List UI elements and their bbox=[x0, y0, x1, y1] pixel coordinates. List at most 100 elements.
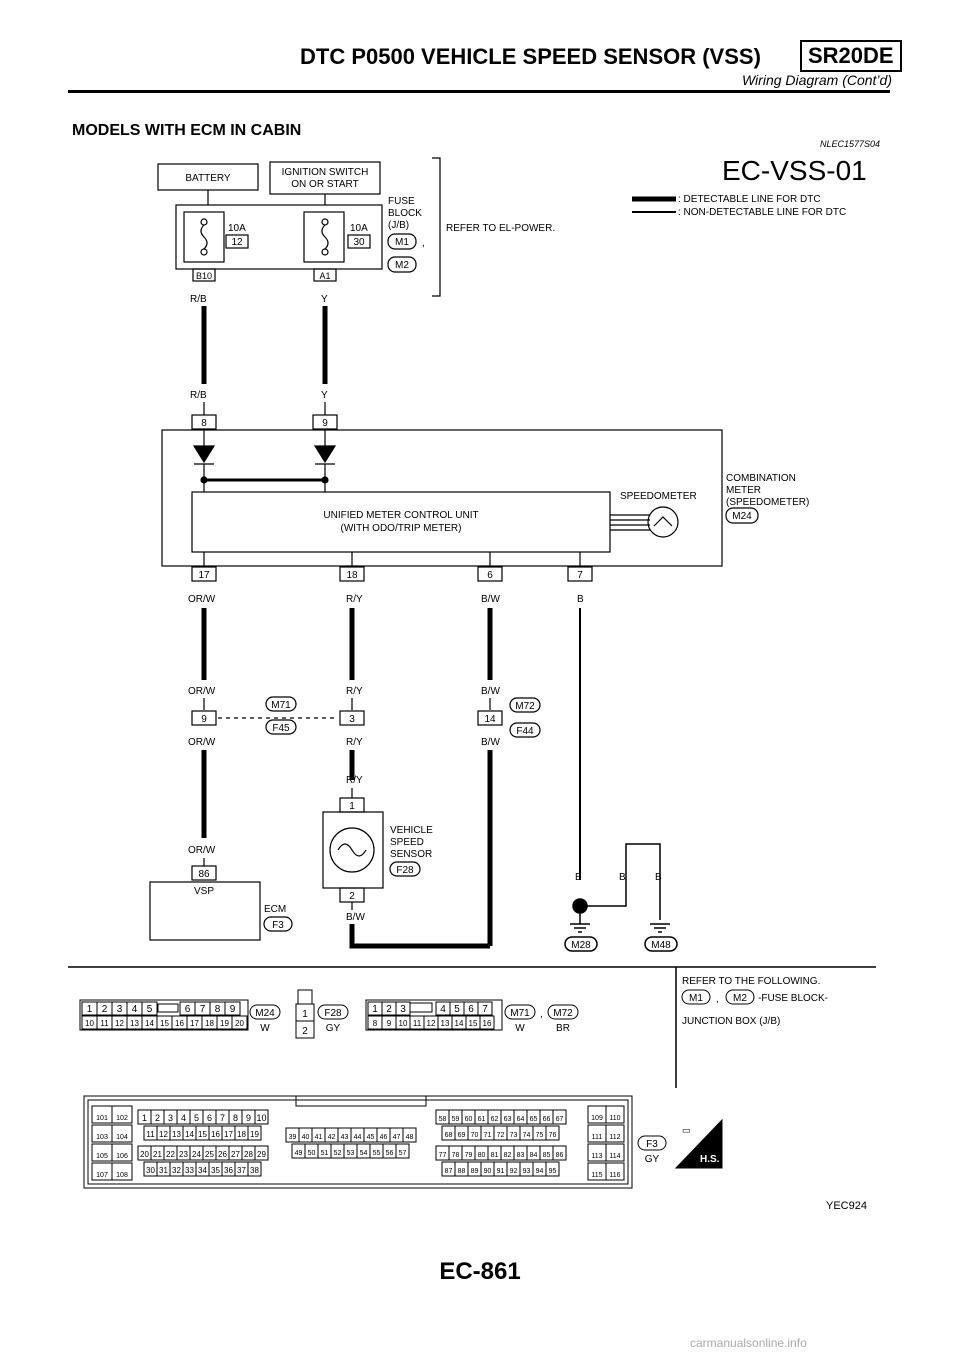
connector-pin-number: 116 bbox=[609, 1172, 620, 1179]
vss-pin-1: 1 bbox=[349, 801, 355, 812]
vss-conn: F28 bbox=[396, 865, 414, 876]
connector-pin-number: 14 bbox=[145, 1019, 154, 1028]
connector-pin-number: 43 bbox=[341, 1134, 349, 1141]
section-title: MODELS WITH ECM IN CABIN bbox=[72, 122, 302, 139]
connector-pin-number: 63 bbox=[504, 1116, 512, 1123]
connector-pin-number: 17 bbox=[224, 1130, 233, 1139]
connector-pin-number: 105 bbox=[96, 1153, 108, 1160]
vss-label-1: VEHICLE bbox=[390, 825, 433, 836]
control-unit-line1: UNIFIED METER CONTROL UNIT bbox=[323, 510, 478, 521]
joint-pin-3: 3 bbox=[349, 714, 355, 725]
connector-pin-number: 16 bbox=[483, 1019, 492, 1028]
connector-pin-number: 6 bbox=[207, 1113, 212, 1123]
connector-pin-number: 57 bbox=[399, 1150, 407, 1157]
lower-wires: OR/W R/Y B/W R/Y OR/W bbox=[188, 737, 500, 946]
speedometer-icon bbox=[647, 506, 679, 538]
fuse-a-frame bbox=[183, 211, 225, 263]
wire-y-bottom: Y bbox=[321, 390, 328, 401]
connector-pin-number: 1 bbox=[142, 1113, 147, 1123]
hs-harness-icon bbox=[674, 1118, 723, 1169]
meter-pin-8-box bbox=[191, 414, 217, 430]
connector-pin-number: 2 bbox=[102, 1004, 108, 1015]
connector-pin-number: 2 bbox=[386, 1004, 392, 1015]
connector-pin-number: 4 bbox=[181, 1113, 186, 1123]
connector-pin-number: 48 bbox=[406, 1134, 414, 1141]
connector-pin-number: 113 bbox=[591, 1153, 602, 1160]
connector-pin-number: 23 bbox=[179, 1150, 188, 1159]
connector-pin-number: 82 bbox=[504, 1152, 512, 1159]
page-header-title: DTC P0500 VEHICLE SPEED SENSOR (VSS) bbox=[300, 44, 761, 69]
connector-pin-number: 34 bbox=[198, 1166, 207, 1175]
refer-junction-box: JUNCTION BOX (J/B) bbox=[682, 1016, 780, 1027]
wire-b-1: B bbox=[577, 594, 584, 605]
wire-ry-2: R/Y bbox=[346, 686, 363, 697]
connector-pin-number: 5 bbox=[147, 1004, 153, 1015]
fuse-b-number: 30 bbox=[353, 237, 365, 248]
connector-pin-number: 8 bbox=[215, 1004, 221, 1015]
connector-pin-number: 90 bbox=[484, 1168, 492, 1175]
connector-f28-tab bbox=[297, 989, 313, 1005]
connector-pin-number: 110 bbox=[609, 1115, 620, 1122]
fuse-b-frame bbox=[303, 211, 345, 263]
connector-pin-number: 9 bbox=[387, 1019, 392, 1028]
connector-pin-number: 31 bbox=[159, 1166, 168, 1175]
m72-id: M72 bbox=[553, 1008, 573, 1019]
vss-pin-2: 2 bbox=[349, 891, 355, 902]
battery-label: BATTERY bbox=[185, 173, 231, 184]
connector-pin-number: 4 bbox=[132, 1004, 138, 1015]
wire-bw-return bbox=[349, 924, 490, 949]
diode-b bbox=[313, 445, 337, 464]
connector-pin-number: 33 bbox=[185, 1166, 194, 1175]
connector-pin-number: 101 bbox=[96, 1115, 108, 1122]
terminal-b10-box bbox=[192, 268, 216, 282]
connector-pin-number: 20 bbox=[140, 1150, 149, 1159]
connector-pin-number: 56 bbox=[386, 1150, 394, 1157]
connector-pin-cell bbox=[247, 1125, 262, 1141]
m72-color: BR bbox=[556, 1023, 570, 1034]
vehicle-speed-sensor: 1 2 VEHICLE SPEED SENSOR F28 B/W bbox=[322, 788, 490, 949]
connector-pin-number: 69 bbox=[458, 1132, 466, 1139]
wire-orw-1: OR/W bbox=[188, 594, 216, 605]
connector-pin-number: 38 bbox=[250, 1166, 259, 1175]
connector-pin-number: 53 bbox=[347, 1150, 355, 1157]
connector-pin-number: 18 bbox=[237, 1130, 246, 1139]
m24-id: M24 bbox=[255, 1008, 275, 1019]
connector-pin-number: 2 bbox=[155, 1113, 160, 1123]
ground-wire-b-2: B bbox=[619, 872, 626, 883]
combination-meter: 8 9 UNIFIED METER CONTROL UNIT (WITH ODO… bbox=[161, 414, 809, 582]
connector-pin-number: 76 bbox=[549, 1132, 557, 1139]
ground-junction bbox=[572, 898, 588, 914]
connector-pin-number: 49 bbox=[295, 1150, 303, 1157]
connector-pin-cell bbox=[552, 1109, 567, 1125]
junction-b bbox=[321, 476, 329, 484]
diagram-id: EC-VSS-01 bbox=[722, 155, 867, 186]
fuse-a-top-terminal bbox=[200, 218, 208, 226]
connector-pin-number: 46 bbox=[380, 1134, 388, 1141]
connector-pin-number: 21 bbox=[153, 1150, 162, 1159]
connector-pin-number: 47 bbox=[393, 1134, 401, 1141]
connector-pin-number: 70 bbox=[471, 1132, 479, 1139]
fuse-b-bottom-terminal bbox=[321, 248, 329, 256]
meter-pin-6-box bbox=[477, 566, 503, 582]
connector-ecm-inner bbox=[87, 1099, 629, 1185]
joint-m72-pill bbox=[509, 697, 541, 713]
meter-pin-18-box bbox=[339, 566, 365, 582]
conn-m1: M1 bbox=[395, 237, 409, 248]
connector-pin-number: 32 bbox=[172, 1166, 181, 1175]
legend-non-detectable-label: : NON-DETECTABLE LINE FOR DTC bbox=[678, 207, 846, 218]
connector-pin-number: 8 bbox=[373, 1019, 378, 1028]
fuse-a-number-box bbox=[225, 234, 249, 249]
connector-pin-number: 20 bbox=[235, 1019, 244, 1028]
connector-pin-number: 58 bbox=[439, 1116, 447, 1123]
connector-pin-number: 13 bbox=[130, 1019, 139, 1028]
ground-section: B B B M28 M48 bbox=[564, 843, 678, 952]
connector-pin-cell bbox=[111, 1143, 133, 1162]
connector-pin-number: 30 bbox=[146, 1166, 155, 1175]
ecm-section: 86 VSP ECM F3 bbox=[149, 858, 293, 941]
terminal-a1-box bbox=[313, 268, 337, 282]
connector-pin-number: 66 bbox=[543, 1116, 551, 1123]
refer-m1-pill bbox=[681, 989, 711, 1005]
connector-pin-number: 24 bbox=[192, 1150, 201, 1159]
